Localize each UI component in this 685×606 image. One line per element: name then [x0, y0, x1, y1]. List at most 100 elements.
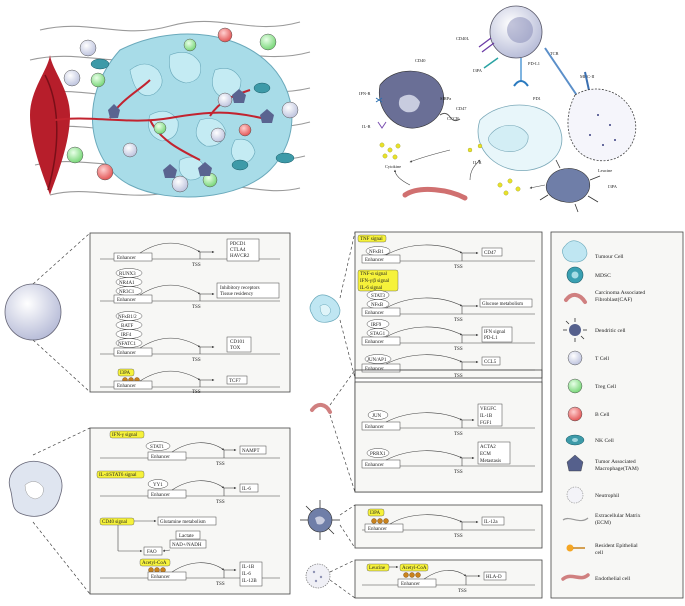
tf-label: YY1	[153, 483, 163, 488]
caf-pathway-prrx1: PRRX1 Enhancer TSS ACTA2 ECM Metastasis	[361, 441, 535, 475]
tcell-pathway-i3pa: I3PA Enhancer TSS TCF7	[100, 368, 280, 395]
signal-label: Acetyl-CoA	[142, 561, 167, 566]
neutrophil-pathway: Leucine Acetyl-CoA Enhancer TSS HLA-D	[362, 563, 535, 594]
t-cell-icon	[567, 350, 583, 366]
tumour-cell-icon	[562, 240, 588, 263]
enhancer-label: Enhancer	[365, 425, 384, 430]
i3pa-top-label: I3PA	[473, 68, 483, 73]
t-cell-icon	[4, 283, 62, 341]
signal-label: TNF signal	[360, 237, 383, 242]
pd1-label: PD1	[533, 96, 541, 101]
legend-item-endothelial-cell: Endothelial cell	[561, 573, 631, 582]
enhancer-label: Enhancer	[401, 582, 420, 587]
tss-label: TSS	[192, 263, 201, 268]
enhancer-label: Enhancer	[365, 340, 384, 345]
dc-pathway-i3pa: I3PA Enhancer TSS IL-12a	[362, 508, 535, 539]
legend-item-dendritic-cell: Dendritic cell	[563, 318, 626, 342]
tf-label: IRF9	[371, 323, 382, 328]
mac-pathway-ifng: IFN-γ signal STAT1 Enhancer TSS NAMPT	[100, 430, 280, 467]
caf-panel-bg	[354, 381, 543, 493]
tcell-pathway-pd: Enhancer TSS PDCD1 CTLA4 HAVCR2	[100, 238, 280, 268]
target-gene: HLA-D	[486, 575, 502, 580]
target-gene: Inhibitory receptors	[220, 286, 260, 291]
tumour-cell-icon	[309, 294, 341, 323]
enhancer-label: Enhancer	[151, 493, 170, 498]
cd40-label: CD40	[415, 58, 426, 63]
nad-label: NAD+/NADH	[172, 543, 202, 548]
tf-label: NFκB1/2	[118, 315, 137, 320]
target-gene: TOX	[230, 346, 241, 351]
legend-label: Tumour Cell	[595, 254, 624, 260]
legend-item-b-cell: B Cell	[567, 406, 610, 422]
cd47-label: CD47	[456, 106, 467, 111]
signal-label: Leucine	[369, 566, 386, 571]
target-gene: Tissue residency	[220, 292, 254, 297]
tf-label: STAG1	[370, 332, 386, 337]
tf-label: STAT1	[150, 445, 165, 450]
caf-icon	[310, 403, 332, 414]
target-gene: IL-12B	[242, 579, 257, 584]
enhancer-label: Enhancer	[117, 298, 136, 303]
caf-icon	[564, 293, 587, 304]
signal-label: IFN-γ signal	[112, 433, 138, 438]
scattered-immune-cells	[63, 27, 299, 193]
macrophage-icon	[8, 460, 63, 517]
tf-label: RUNX3	[119, 272, 136, 277]
tf-label: STAT3	[371, 294, 386, 299]
resident-epithelial-cell-icon	[566, 544, 585, 552]
target-gene: IL-6	[242, 572, 251, 577]
legend-label: Treg Cell	[595, 384, 617, 390]
legend-label: T Cell	[595, 356, 609, 362]
legend-label: MDSC	[595, 273, 611, 279]
tf-label: PRRX1	[370, 452, 386, 457]
sirpa-label: SIRPa	[440, 96, 451, 101]
tss-label: TSS	[192, 305, 201, 310]
signal-label: TNF-α signal	[360, 272, 388, 277]
tf-label: NFκB1	[369, 250, 384, 255]
target-gene: IL-1B	[480, 414, 493, 419]
target-gene: CD47	[484, 251, 496, 256]
pd-l1-label: PD-L1	[528, 61, 540, 66]
legend-item-ecm: Extracellular Matrix(ECM)	[562, 513, 641, 526]
tumour-pathway-tnf: TNF signal NFκB1 Enhancer TSS CD47	[357, 234, 535, 270]
dendritic-cell-icon	[300, 500, 340, 540]
tss-label: TSS	[216, 500, 225, 505]
target-gene: NAMPT	[242, 449, 260, 454]
tf-label: NR4A1	[119, 281, 135, 286]
target-gene: IL-12a	[484, 520, 498, 525]
tf-label: NFκB	[371, 303, 384, 308]
mac-pathway-cd40: CD40 signal Glutamine metabolism Lactate…	[99, 516, 217, 556]
b-cell-icon	[567, 406, 583, 422]
tf-label: BATF	[121, 324, 133, 329]
cd40l-label: CD40L	[456, 36, 469, 41]
legend-label: Neutrophil	[595, 493, 620, 499]
tss-label: TSS	[192, 390, 201, 395]
endothelial-cell-icon	[561, 573, 590, 581]
legend-item-tumour-cell: Tumour Cell	[562, 240, 624, 263]
signal-label: IL-4/STAT6 signal	[99, 473, 137, 478]
tss-label: TSS	[454, 470, 463, 475]
neutrophil-icon	[305, 563, 331, 589]
i3pa-right-label: I3PA	[608, 184, 618, 189]
dendritic-cell-icon	[563, 318, 587, 342]
tss-label: TSS	[192, 358, 201, 363]
mac-pathway-acetyl-coa: Acetyl-CoA Enhancer TSS IL-1B IL-6 IL-12…	[100, 558, 280, 587]
target-gene: PDCD1	[230, 242, 246, 247]
target-gene: ECM	[480, 452, 491, 457]
legend-item-treg-cell: Treg Cell	[567, 378, 617, 394]
target-gene: CCL5	[484, 360, 497, 365]
target-gene: CTLA4	[230, 248, 246, 253]
mac-pathway-il4: IL-4/STAT6 signal YY1 Enhancer TSS IL-6	[96, 470, 280, 505]
tss-label: TSS	[458, 589, 467, 594]
tumor-microenvironment-illustration	[29, 20, 311, 198]
signal-label: IL-6 signal	[360, 286, 383, 291]
leucine-label: Leucine	[598, 168, 612, 173]
fao-label: FAO	[147, 550, 157, 555]
target-gene: IL-6	[242, 487, 251, 492]
